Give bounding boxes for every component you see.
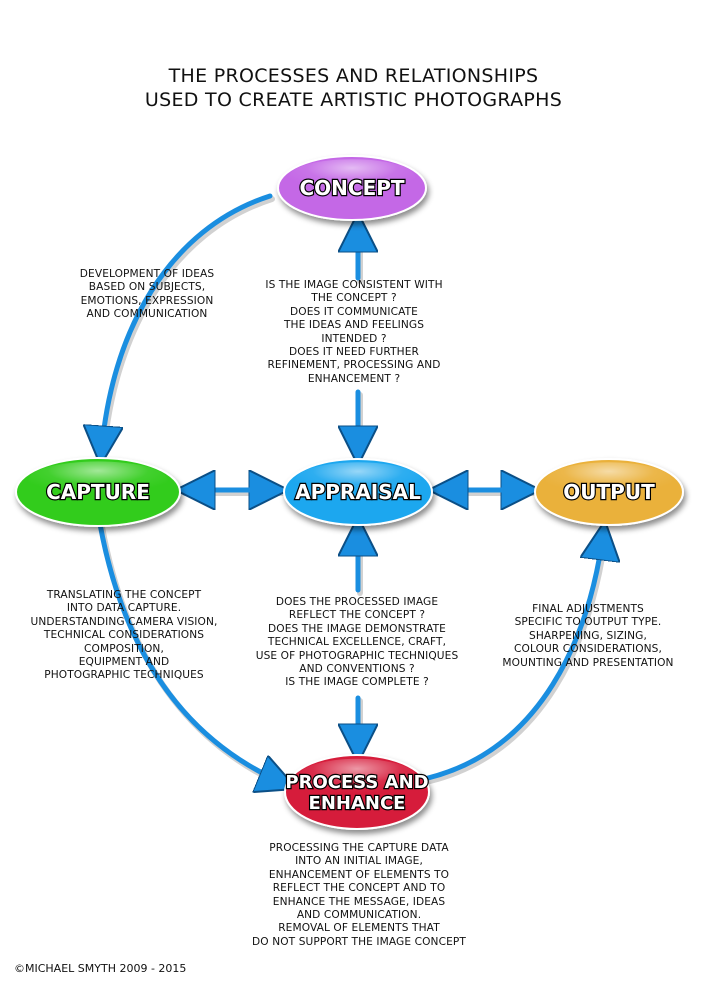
note-reflect-line: AND CONVENTIONS ? — [299, 663, 415, 676]
node-appraisal-gloss — [295, 462, 421, 499]
title-line-2: USED TO CREATE ARTISTIC PHOTOGRAPHS — [144, 89, 563, 111]
note-processing-line: PROCESSING THE CAPTURE DATA — [269, 842, 449, 854]
node-concept-label: CONCEPT — [299, 176, 404, 200]
node-process-label: PROCESS AND — [285, 772, 428, 793]
note-development-line: EMOTIONS, EXPRESSION — [80, 294, 214, 307]
page-title: THE PROCESSES AND RELATIONSHIPS USED TO … — [0, 64, 707, 112]
note-final-line: COLOUR CONSIDERATIONS, — [514, 643, 662, 656]
arrow-capture-to-process — [97, 521, 290, 786]
note-final-line: SPECIFIC TO OUTPUT TYPE. — [514, 616, 662, 629]
note-reflect-line: IS THE IMAGE COMPLETE ? — [285, 676, 429, 689]
note-consistency-line: INTENDED ? — [321, 332, 387, 345]
note-translating-line: TRANSLATING THE CONCEPT — [46, 589, 202, 601]
note-consistency-line: DOES IT COMMUNICATE — [290, 305, 418, 318]
note-processing-line: ENHANCE THE MESSAGE, IDEAS — [272, 895, 446, 908]
note-translating-line: COMPOSITION, — [84, 642, 164, 655]
note-consistency-line: ENHANCEMENT ? — [307, 372, 401, 385]
arrow-concept-to-capture-shadow — [100, 196, 275, 464]
node-process-label: ENHANCE — [309, 793, 406, 814]
note-final-line: FINAL ADJUSTMENTS — [532, 603, 644, 615]
node-appraisal: APPRAISAL — [283, 458, 433, 526]
copyright-notice: ©MICHAEL SMYTH 2009 - 2015 — [14, 962, 187, 975]
note-development-line: BASED ON SUBJECTS, — [88, 281, 206, 294]
note-processing-line: INTO AN INITIAL IMAGE, — [295, 855, 423, 868]
note-consistency-line: DOES IT NEED FURTHER — [288, 346, 419, 359]
note-final-line: SHARPENING, SIZING, — [529, 629, 647, 642]
node-concept-gloss — [289, 159, 415, 195]
note-translating-line: PHOTOGRAPHIC TECHNIQUES — [44, 669, 204, 682]
note-consistency-line: IS THE IMAGE CONSISTENT WITH — [265, 279, 443, 291]
note-development-line: AND COMMUNICATION — [86, 308, 208, 321]
node-appraisal-label: APPRAISAL — [295, 480, 421, 504]
node-capture-label: CAPTURE — [46, 480, 150, 504]
node-output-gloss — [546, 462, 672, 499]
node-process-gloss — [295, 758, 419, 800]
note-processing-line: DO NOT SUPPORT THE IMAGE CONCEPT — [252, 935, 466, 948]
arrow-process-to-output — [425, 528, 604, 781]
node-output: OUTPUT — [534, 458, 684, 526]
note-reflect-line: TECHNICAL EXCELLENCE, CRAFT, — [267, 636, 447, 649]
note-reflect-line: DOES THE PROCESSED IMAGE — [275, 596, 439, 608]
note-processing-line: REFLECT THE CONCEPT AND TO — [272, 882, 446, 895]
note-processing-line: AND COMMUNICATION. — [296, 909, 422, 922]
note-consistency-line: THE IDEAS AND FEELINGS — [283, 319, 425, 332]
note-translating-line: INTO DATA CAPTURE. — [66, 602, 182, 615]
note-reflect-line: USE OF PHOTOGRAPHIC TECHNIQUES — [255, 649, 459, 662]
connector-arrows — [97, 193, 606, 789]
note-processing-line: REMOVAL OF ELEMENTS THAT — [278, 922, 440, 935]
note-translating-line: UNDERSTANDING CAMERA VISION, — [30, 615, 218, 628]
note-translating-line: TECHNICAL CONSIDERATIONS — [43, 629, 205, 642]
note-reflect-line: REFLECT THE CONCEPT ? — [288, 609, 426, 622]
note-translating-line: EQUIPMENT AND — [78, 656, 170, 669]
note-final-line: MOUNTING AND PRESENTATION — [502, 656, 674, 669]
node-capture: CAPTURE — [15, 457, 181, 527]
node-capture-gloss — [28, 461, 168, 499]
note-consistency-line: THE CONCEPT ? — [311, 292, 397, 305]
note-reflect-line: DOES THE IMAGE DEMONSTRATE — [268, 622, 446, 635]
process-nodes: CONCEPT CAPTURE APPRAISAL OUTPUT PROCESS AND… — [15, 155, 684, 830]
node-output-label: OUTPUT — [563, 480, 655, 504]
title-line-1: THE PROCESSES AND RELATIONSHIPS — [168, 65, 539, 87]
note-consistency-line: REFINEMENT, PROCESSING AND — [267, 359, 441, 372]
node-concept: CONCEPT — [277, 155, 427, 221]
arrow-concept-to-capture — [101, 193, 273, 458]
note-processing-line: ENHANCEMENT OF ELEMENTS TO — [268, 868, 450, 881]
note-development-line: DEVELOPMENT OF IDEAS — [79, 268, 215, 280]
